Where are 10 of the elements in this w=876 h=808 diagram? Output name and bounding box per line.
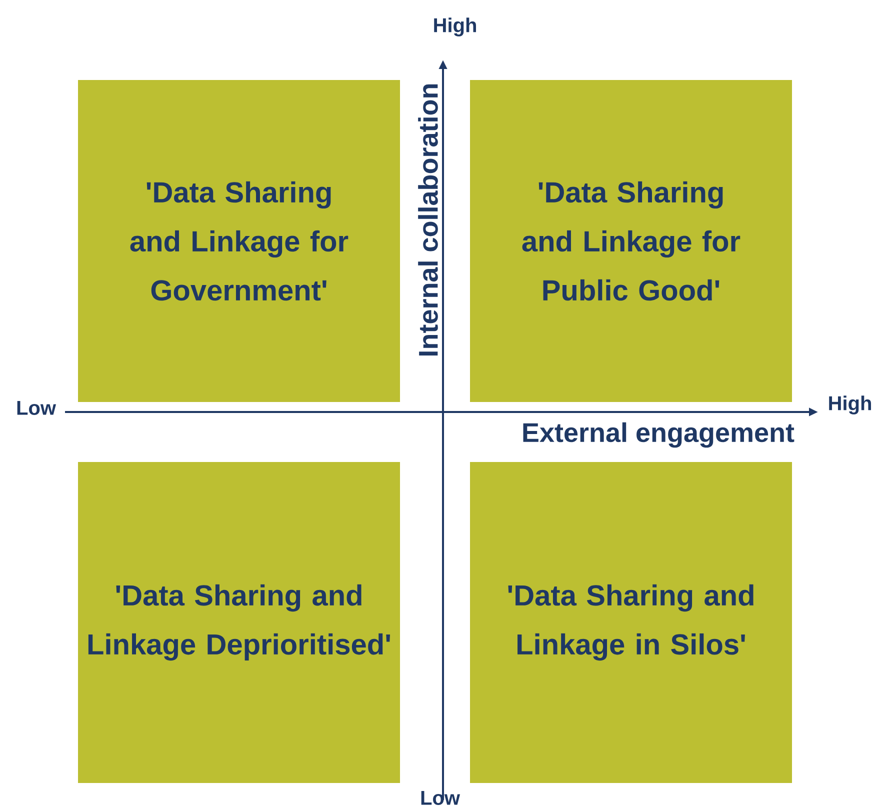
quadrant-box: 'Data Sharing and Linkage Deprioritised' — [78, 462, 400, 783]
axis-title: External engagement — [523, 422, 794, 448]
quadrant-box: 'Data Sharing and Linkage for Public Good' — [470, 80, 792, 402]
axis-end-label: Low — [421, 791, 460, 805]
axis-end-label: High — [829, 396, 871, 414]
quadrant-box: 'Data Sharing and Linkage in Silos' — [470, 462, 792, 783]
axis-end-label: Low — [17, 401, 56, 415]
axis-title: Internal collaboration — [418, 84, 438, 356]
axis-end-label: High — [434, 18, 476, 36]
quadrant-box: 'Data Sharing and Linkage for Government' — [78, 80, 400, 402]
